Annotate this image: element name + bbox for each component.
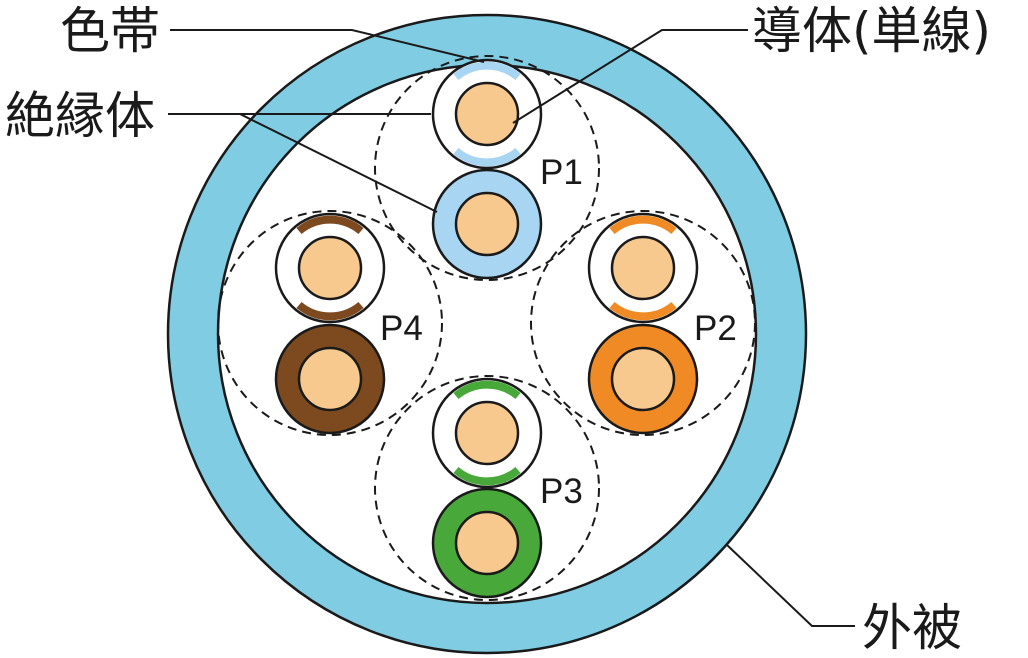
pair-p3-solid-wire-conductor: [454, 510, 520, 576]
color-band-leader-line: [170, 29, 485, 63]
pair-p2-boundary: [530, 210, 756, 436]
conductor-leader-line: [512, 29, 748, 124]
jacket-label: 外被: [862, 599, 962, 657]
conductor-label: 導体(単線): [752, 2, 991, 60]
pair-p3: P3: [374, 375, 600, 601]
pair-p3-striped-wire-conductor: [454, 400, 520, 466]
pair-p3-color-band-top: [453, 380, 521, 400]
color-band-label: 色帯: [60, 2, 160, 60]
pair-p1-boundary: [374, 55, 600, 281]
insulation-label: 絶縁体: [5, 87, 155, 145]
pair-p2-color-band-bottom: [609, 301, 677, 321]
pair-p3-color-band-bottom: [453, 466, 521, 486]
pair-p4: P4: [217, 210, 443, 436]
pair-p4-solid-wire-conductor: [297, 346, 363, 412]
insulation-leader-line-solid: [168, 113, 438, 213]
pair-p3-boundary: [374, 375, 600, 601]
pair-p1-color-band-top: [453, 61, 521, 81]
pair-p1-solid-wire-conductor: [454, 191, 520, 257]
pair-p4-color-band-top: [296, 215, 364, 235]
pair-p4-color-band-bottom: [296, 301, 364, 321]
pair-p1-label: P1: [540, 153, 583, 192]
pair-p3-label: P3: [540, 472, 583, 511]
pair-p4-striped-wire-conductor: [297, 235, 363, 301]
pair-p1: P1: [374, 55, 600, 281]
jacket-leader-line: [726, 544, 855, 627]
pair-p1-color-band-bottom: [453, 147, 521, 167]
pair-p2-striped-wire-conductor: [610, 235, 676, 301]
pair-p4-boundary: [217, 210, 443, 436]
pair-p1-striped-wire-conductor: [454, 81, 520, 147]
pair-p4-label: P4: [380, 309, 423, 348]
pair-p2: P2: [530, 210, 756, 436]
pair-p2-solid-wire-conductor: [610, 346, 676, 412]
pair-p2-label: P2: [694, 309, 737, 348]
pair-p2-color-band-top: [609, 215, 677, 235]
